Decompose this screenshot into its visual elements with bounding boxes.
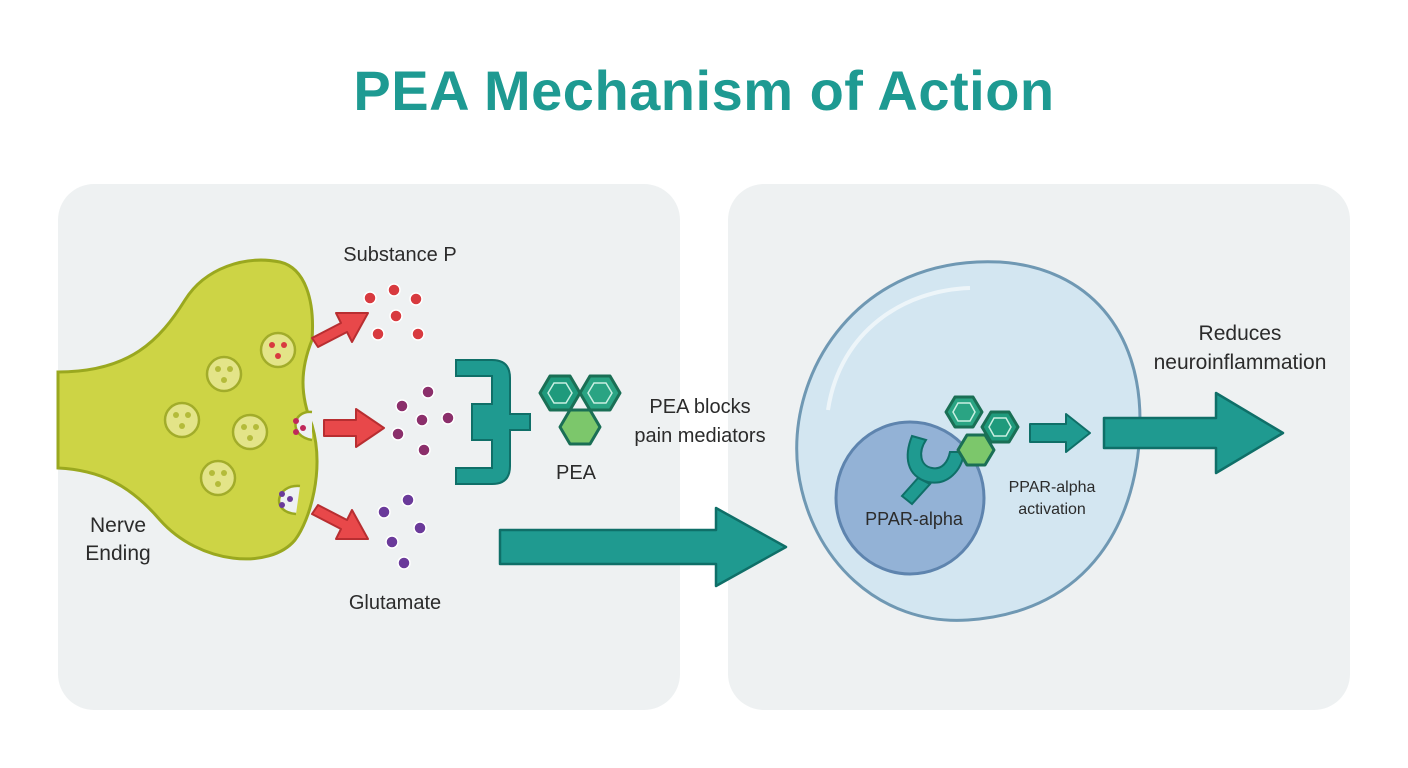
output-arrow	[1102, 391, 1285, 475]
label-reduces-line1: Reduces	[1199, 322, 1282, 345]
label-nerve-ending-line2: Ending	[85, 542, 150, 565]
label-reduces-line2: neuroinflammation	[1154, 351, 1327, 374]
release-arrows	[311, 312, 385, 540]
red-arrow-up	[311, 312, 369, 348]
bracket-blocker-icon	[455, 359, 531, 485]
page-title: PEA Mechanism of Action	[353, 59, 1055, 122]
vesicle-circle	[205, 355, 243, 393]
bound-pea-molecule-icon	[944, 395, 1020, 467]
vesicle-circle	[259, 331, 297, 369]
red-arrow-down	[311, 504, 369, 540]
label-ppar-alpha: PPAR-alpha	[865, 509, 964, 529]
substance-p-dots	[363, 283, 425, 341]
vesicle-circle	[199, 459, 237, 497]
label-ppar-activation-line2: activation	[1018, 501, 1086, 518]
label-glutamate: Glutamate	[349, 592, 441, 614]
vesicle-circle	[163, 401, 201, 439]
label-pea-blocks-line1: PEA blocks	[649, 396, 750, 418]
label-substance-p: Substance P	[343, 244, 456, 266]
label-pea: PEA	[556, 462, 597, 484]
mediator-dots	[391, 385, 455, 457]
receptor-cup-icon	[900, 434, 966, 506]
vesicle-group	[163, 331, 297, 497]
label-pea-blocks-line2: pain mediators	[634, 425, 765, 447]
main-transition-arrow	[498, 506, 788, 588]
hexagon-molecule-icon	[538, 374, 622, 446]
activation-arrow	[1029, 413, 1091, 453]
label-nerve-ending-line1: Nerve	[90, 514, 146, 537]
red-arrow-middle	[323, 408, 385, 448]
glutamate-dots	[377, 493, 427, 570]
vesicle-circle	[231, 413, 269, 451]
label-ppar-activation-line1: PPAR-alpha	[1009, 479, 1096, 496]
